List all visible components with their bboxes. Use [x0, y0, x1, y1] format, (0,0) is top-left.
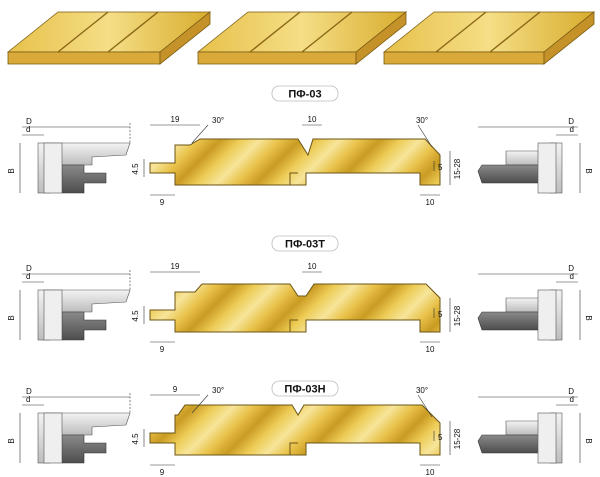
- title-pill: [271, 380, 339, 397]
- tool-left: DdB: [7, 387, 131, 464]
- dim-thickness: 4.5: [131, 310, 140, 322]
- board-joint: [289, 442, 298, 455]
- dim-left-width: 19: [171, 262, 180, 271]
- profile-title: ПФ-03: [288, 89, 321, 101]
- tool-right: [477, 396, 581, 464]
- dim-B-label: B: [7, 168, 16, 173]
- board-render-2: [196, 11, 408, 65]
- dim-tongue: 5: [438, 433, 443, 442]
- dim-angle-right: 30°: [416, 116, 428, 125]
- dim-range: 15-28: [453, 305, 462, 326]
- tool-body: [43, 412, 63, 464]
- dim-D-label-right: D: [568, 264, 574, 273]
- dim-B-label-right: B: [584, 315, 593, 320]
- dim-angle-right-line: [417, 124, 433, 148]
- profile-title: ПФ-03Н: [284, 384, 325, 396]
- dim-angle-right: 30°: [416, 386, 428, 395]
- dim-bottom: 10: [426, 198, 435, 207]
- dim-angle-line: [191, 124, 209, 144]
- tool-body: [537, 289, 557, 341]
- dim-D-label-right: D: [568, 117, 574, 126]
- board-joint: [289, 319, 298, 332]
- dim-bottom: 10: [426, 345, 435, 354]
- dim-d-label: d: [26, 125, 30, 134]
- dim-d-label: d: [26, 272, 30, 281]
- profile-title: ПФ-03Т: [285, 239, 325, 251]
- board-body: [149, 138, 441, 186]
- dim-D-label-right: D: [568, 387, 574, 396]
- dim-left-width: 9: [173, 385, 178, 394]
- dim-base: 9: [160, 345, 165, 354]
- dim-base: 9: [160, 468, 165, 477]
- tool-right: [477, 273, 581, 341]
- tool-body: [43, 142, 63, 194]
- dim-tongue: 5: [438, 310, 443, 319]
- dim-angle-right-line: [417, 394, 433, 418]
- title-pill: [271, 235, 339, 252]
- dim-left-width: 19: [171, 115, 180, 124]
- board-body: [149, 404, 441, 456]
- dim-d-label-right: d: [570, 125, 574, 134]
- dim-D-label: D: [26, 387, 32, 396]
- dim-D-label: D: [26, 117, 32, 126]
- dim-D-label: D: [26, 264, 32, 273]
- dim-d-label: d: [26, 395, 30, 404]
- tool-body: [537, 412, 557, 464]
- dim-range: 15-28: [453, 428, 462, 449]
- tool-left: DdB: [7, 117, 131, 194]
- board-profile: [149, 404, 441, 456]
- dim-B-label-right: B: [584, 438, 593, 443]
- dim-thickness: 4.5: [131, 433, 140, 445]
- tool-body: [43, 289, 63, 341]
- title-pill: [271, 85, 339, 102]
- board-profile: [149, 138, 441, 186]
- dim-angle: 30°: [212, 386, 224, 395]
- dim-angle-line: [191, 394, 209, 414]
- tool-body: [537, 142, 557, 194]
- dim-thickness: 4.5: [131, 163, 140, 175]
- dim-B-label: B: [7, 315, 16, 320]
- dim-groove: 10: [308, 115, 317, 124]
- dim-groove: 10: [308, 262, 317, 271]
- dim-d-label-right: d: [570, 395, 574, 404]
- board-profile: [149, 283, 441, 333]
- dim-d-label-right: d: [570, 272, 574, 281]
- tool-cutter-bottom: [61, 164, 107, 194]
- tool-cutter-bottom: [61, 311, 107, 341]
- dim-B-label-right: B: [584, 168, 593, 173]
- dim-bottom: 10: [426, 468, 435, 477]
- board-body: [149, 283, 441, 333]
- dim-angle: 30°: [212, 116, 224, 125]
- tool-cutter-bottom: [61, 434, 107, 464]
- board-render-1: [6, 11, 212, 65]
- dim-tongue: 5: [438, 163, 443, 172]
- dim-B-label: B: [7, 438, 16, 443]
- dim-base: 9: [160, 198, 165, 207]
- tool-right: [477, 126, 581, 194]
- board-joint: [289, 172, 298, 185]
- board-render-3: [382, 11, 596, 65]
- dim-range: 15-28: [453, 158, 462, 179]
- tool-left: DdB: [7, 264, 131, 341]
